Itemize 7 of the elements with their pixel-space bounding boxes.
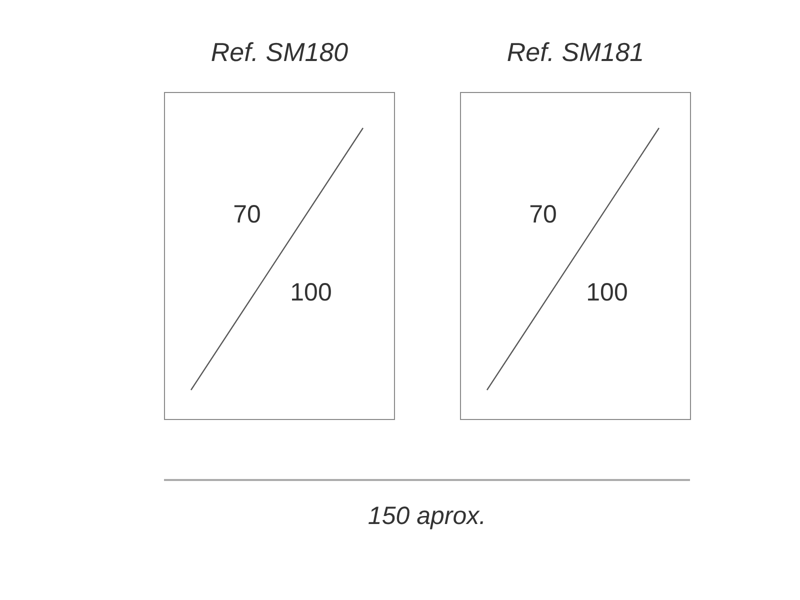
dimension-value: 70 — [529, 200, 557, 230]
reference-heading: Ref. SM180 — [210, 37, 350, 68]
dimension-label: 150 aprox. — [366, 502, 488, 531]
dimension-value: 70 — [233, 200, 261, 230]
reference-heading: Ref. SM181 — [506, 37, 646, 68]
dimension-value: 100 — [586, 278, 628, 308]
dimension-value: 100 — [290, 278, 332, 308]
